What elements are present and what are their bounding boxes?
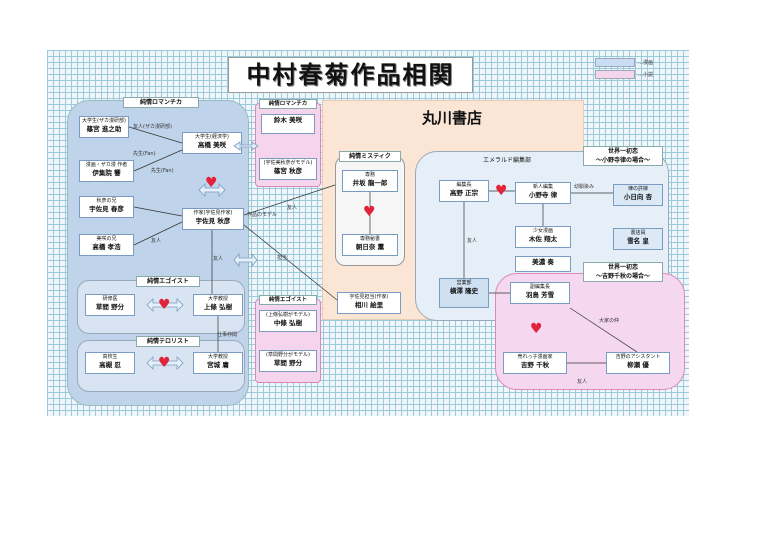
relation-label: 先生(Fan) (133, 151, 156, 157)
title-box (228, 57, 473, 93)
relation-label: 仕事仲間 (217, 332, 238, 338)
heart-icon: ♥ (363, 204, 376, 220)
person-suzuki: 鈴木 美咲 (261, 114, 315, 134)
relation-label: 友人 (467, 238, 478, 244)
person-haruhiko: 秋彦の兄宇佐見 春彦 (79, 196, 134, 218)
person-yukina: 書店員雪名 皇 (613, 228, 663, 250)
person-yokozawa: 営業部横澤 隆史 (439, 278, 489, 308)
legend-label-novel: …小説 (638, 72, 654, 78)
relation-label: 友人 (287, 205, 298, 211)
heart-icon: ♥ (158, 355, 171, 371)
person-takahiro: 美咲の兄高橋 孝浩 (79, 234, 134, 256)
tag-junjo-romantica: 純情ロマンチカ (123, 97, 199, 108)
person-shinomiya-novel: (宇佐美秋彦がモデル)篠宮 秋彦 (259, 158, 317, 180)
relation-label: 友人 (213, 256, 224, 262)
person-oda: 律の許嫁小日向 杏 (613, 184, 663, 206)
person-hatori: 副編集長羽鳥 芳雪 (510, 282, 570, 304)
tag-mystic: 純情ミスティク (339, 151, 401, 162)
person-asahina: 専務秘書朝日奈 薫 (342, 234, 398, 256)
legend-label-manga: …漫画 (638, 60, 654, 66)
person-ijuin: 漫画・ザカ漫 作者伊集院 響 (79, 160, 134, 182)
heart-icon: ♥ (530, 321, 543, 337)
relation-label: 幼馴染み (574, 184, 595, 190)
person-takano: 編集長高野 正宗 (439, 180, 489, 202)
page-title: 中村春菊作品相関 (246, 61, 455, 89)
person-nakajo: (上條弘樹がモデル)中條 弘樹 (259, 310, 317, 332)
connector-layer (128, 126, 638, 370)
person-aikawa: 宇佐見担当(作家)相川 絵里 (337, 292, 401, 314)
person-shinobu: 高校生高槻 忍 (85, 352, 135, 374)
tag-egoist-novel: 純情エゴイスト (259, 295, 317, 305)
person-yoshino: 売れっ子漫画家吉野 千秋 (503, 352, 567, 374)
heart-icon: ♥ (158, 297, 171, 313)
person-kisa: 少女漫画木佐 翔太 (515, 226, 571, 248)
relation-label: 作品のモデル (247, 212, 278, 218)
person-akihiko: 作家(宇佐見作家)宇佐見 秋彦 (182, 208, 244, 230)
maruzen-label: 丸川書店 (421, 109, 482, 127)
heart-icon: ♥ (205, 175, 218, 191)
tag-terrorist: 純情テロリスト (136, 336, 200, 347)
heart-icon: ♥ (495, 183, 508, 199)
emerald-header: エメラルド編集部 (482, 157, 531, 164)
person-misaki: 大学生(経済学)高橋 美咲 (182, 132, 242, 154)
relation-label: 担当 (277, 255, 288, 261)
relation-label: 友人(ザカ漫研部) (133, 124, 172, 130)
person-hiroki: 大学教授上條 弘樹 (193, 294, 243, 316)
tag-sekaiichi-yoshino: 世界一初恋 ～吉野千秋の場合～ (583, 262, 663, 282)
person-kusama-novel: (草間野分がモデル)草間 野分 (259, 350, 317, 372)
relation-label: 友人 (577, 379, 588, 385)
person-isaka: 専務井坂 龍一郎 (342, 170, 398, 192)
tag-sekaiichi-onodera: 世界一初恋 ～小野寺律の場合～ (583, 146, 663, 166)
person-nowaki: 研修医草間 野分 (85, 294, 135, 316)
relation-label: 友人 (151, 238, 162, 244)
legend-swatch-manga (595, 58, 635, 67)
person-onodera: 新人編集小野寺 律 (515, 182, 571, 204)
tag-junjo-novel: 純情ロマンチカ (259, 99, 317, 109)
relation-label: 先生(Fan) (151, 168, 174, 174)
person-miyagi: 大学教授宮城 庸 (193, 352, 243, 374)
person-mino: 美濃 奏 (515, 256, 571, 272)
tag-egoist: 純情エゴイスト (136, 276, 200, 287)
diagram-canvas: 中村春菊作品相関 …漫画 …小説 純情ロマンチカ 純情エゴイスト 純情テロリスト… (47, 50, 689, 416)
relation-label: 大家の仲 (599, 318, 620, 324)
legend-swatch-novel (595, 70, 635, 79)
person-yanase: 吉野のアシスタント柳瀬 優 (606, 352, 670, 374)
person-shinomiya: 大学生(ザカ漫研部)篠宮 進之助 (79, 116, 129, 138)
